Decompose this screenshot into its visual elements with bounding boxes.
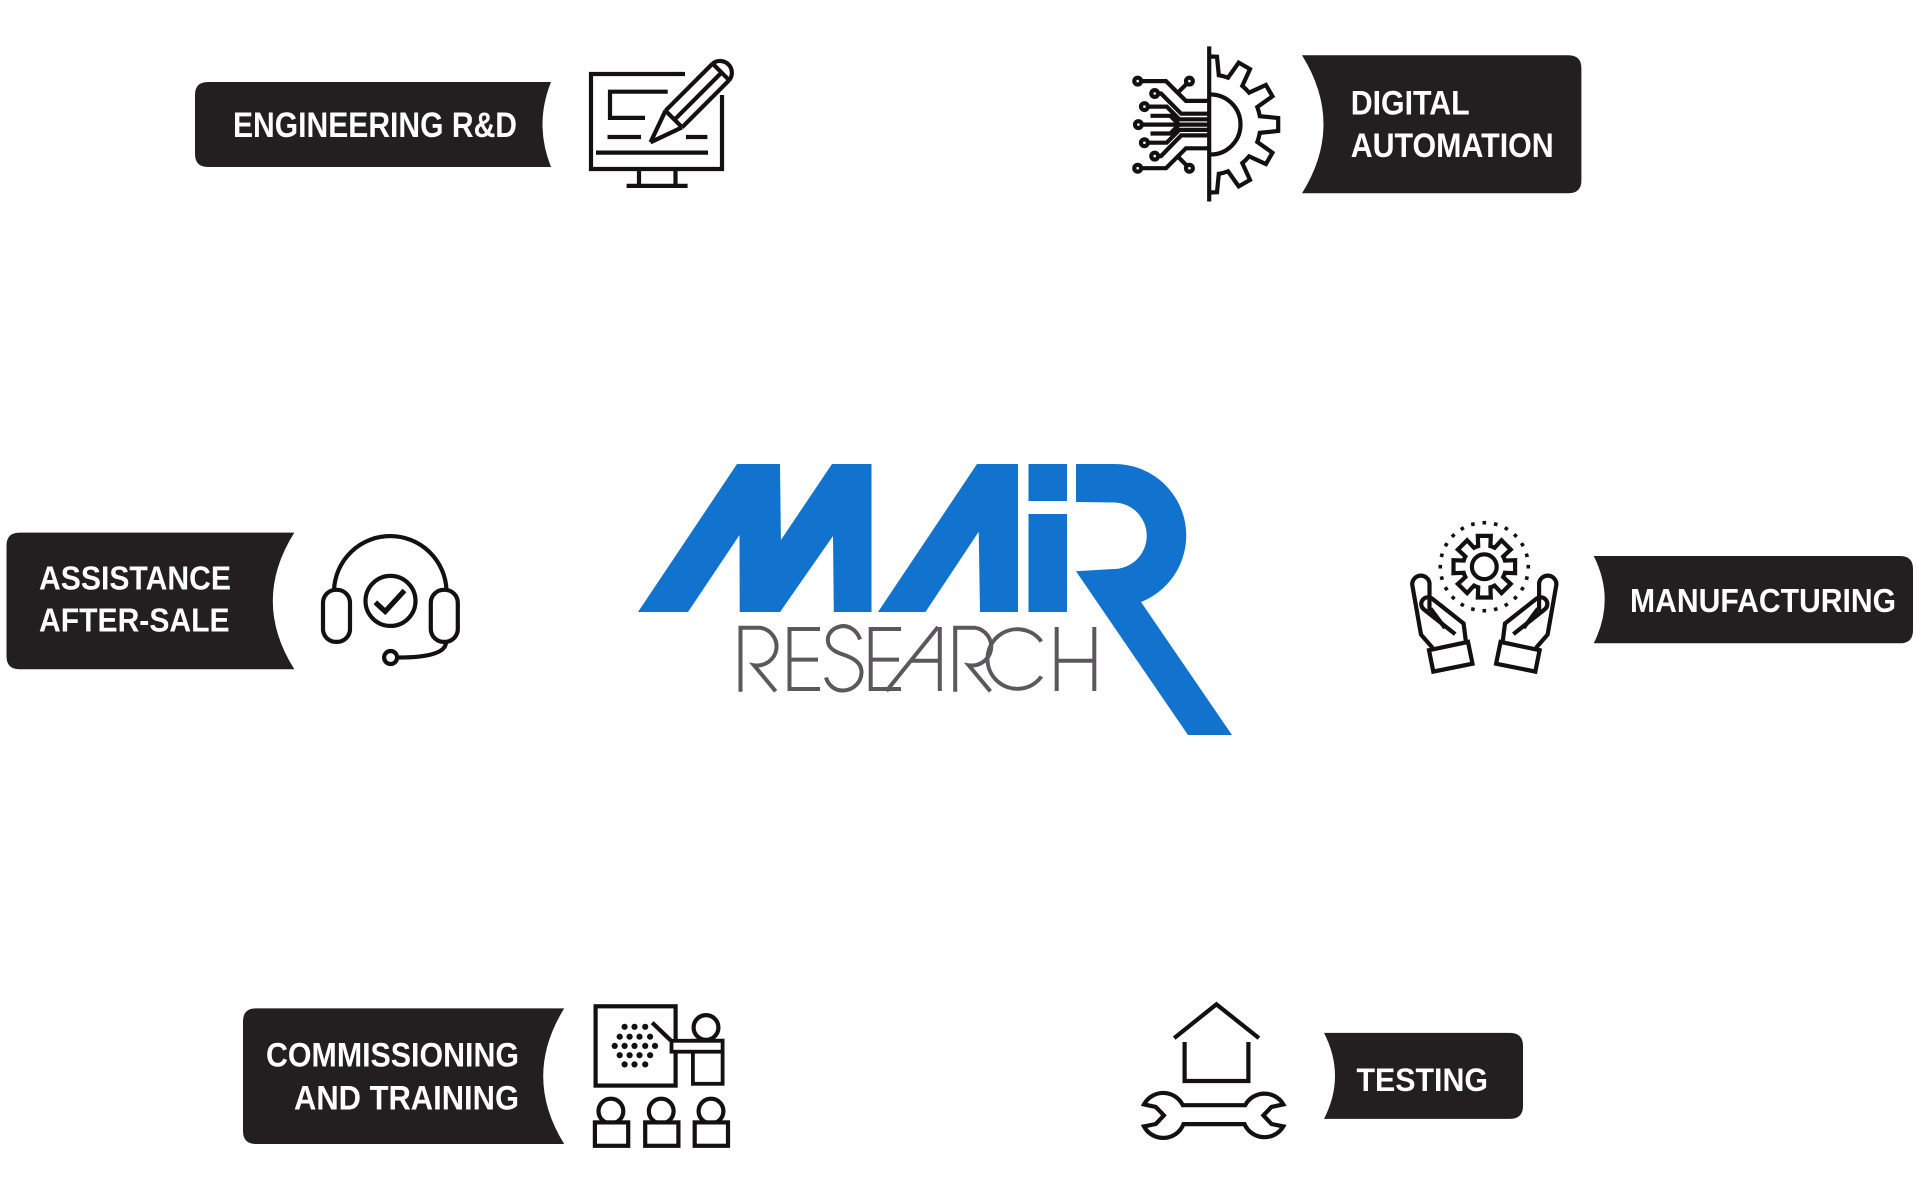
svg-text:AFTER-SALE: AFTER-SALE xyxy=(39,602,230,639)
svg-text:DIGITAL: DIGITAL xyxy=(1351,85,1470,123)
svg-text:ASSISTANCE: ASSISTANCE xyxy=(39,560,231,597)
svg-text:TESTING: TESTING xyxy=(1357,1062,1489,1098)
svg-text:AUTOMATION: AUTOMATION xyxy=(1351,127,1554,165)
svg-text:MANUFACTURING: MANUFACTURING xyxy=(1630,583,1896,620)
svg-text:ENGINEERING R&D: ENGINEERING R&D xyxy=(233,106,517,145)
svg-text:AND TRAINING: AND TRAINING xyxy=(294,1079,519,1117)
svg-text:COMMISSIONING: COMMISSIONING xyxy=(266,1036,519,1074)
